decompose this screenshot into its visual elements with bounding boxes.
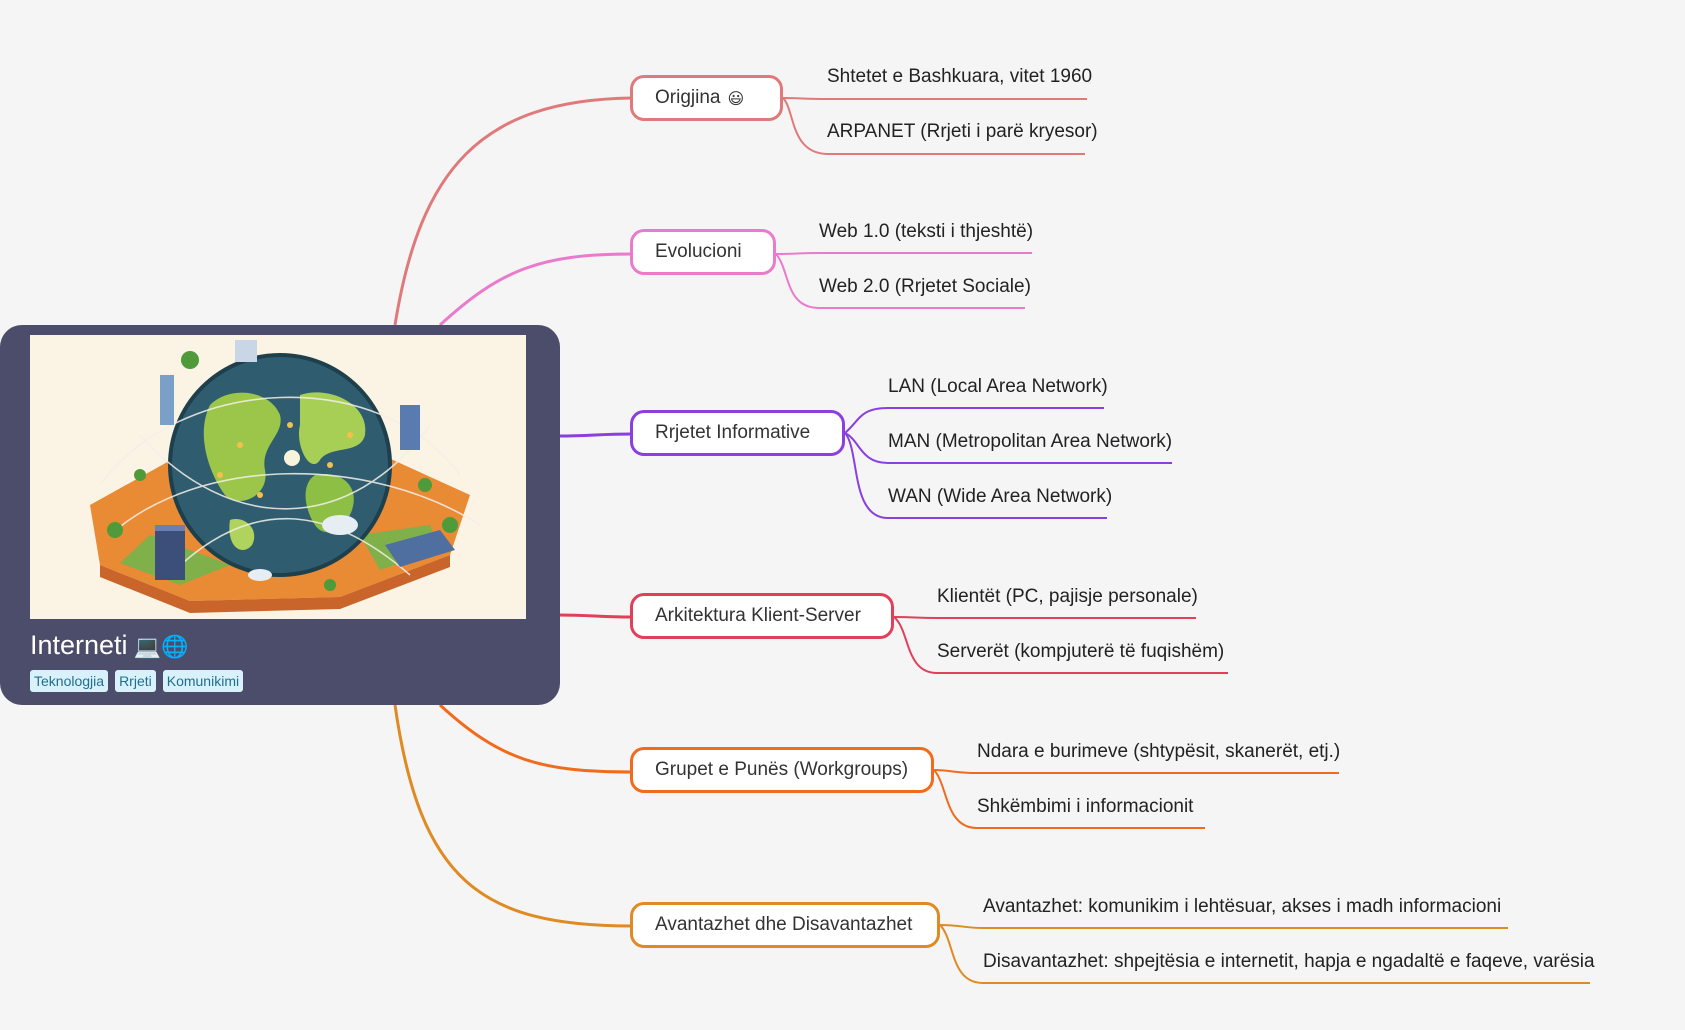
branch-origjina[interactable]: Origjina 😃 [630,75,783,121]
link-leaf-2 [775,252,1032,255]
branch-label: Rrjetet Informative [655,422,811,443]
link-root-arkitektura [557,613,633,619]
leaf-topic[interactable]: MAN (Metropolitan Area Network) [888,431,1173,452]
earth-network-illustration [30,335,526,619]
tag-teknologjia[interactable]: Teknologjia [30,670,109,692]
root-topic-title: Interneti💻🌐 [30,625,188,668]
leaf-topic[interactable]: Klientët (PC, pajisje personale) [937,586,1198,607]
topic-tags: Teknologjia Rrjeti Komunikimi [30,670,244,692]
leaf-topic[interactable]: Web 2.0 (Rrjetet Sociale) [819,276,1031,297]
branch-avantazhet-dhe-disavantazhet[interactable]: Avantazhet dhe Disavantazhet [630,902,940,948]
tag-rrjeti[interactable]: Rrjeti [115,670,156,692]
link-leaf-0 [782,97,1087,100]
link-root-rrjetet [557,432,633,438]
leaf-topic[interactable]: Web 1.0 (teksti i thjeshtë) [819,221,1034,242]
leaf-topic[interactable]: Avantazhet: komunikim i lehtësuar, akses… [983,896,1502,917]
branch-arkitektura-klient-server[interactable]: Arkitektura Klient-Server [630,593,894,639]
branch-rrjetet-informative[interactable]: Rrjetet Informative [630,410,845,456]
branch-label: Evolucioni [655,241,742,262]
leaf-topic[interactable]: Serverët (kompjuterë të fuqishëm) [937,641,1225,662]
tag-komunikimi[interactable]: Komunikimi [162,670,244,692]
link-root-origjina [393,96,633,326]
link-leaf-11 [939,924,1508,929]
branch-label: Arkitektura Klient-Server [655,605,861,626]
branch-label: Origjina [655,87,721,108]
branch-grupet-e-punes[interactable]: Grupet e Punës (Workgroups) [630,747,934,793]
leaf-topic[interactable]: WAN (Wide Area Network) [888,486,1113,507]
leaf-topic[interactable]: Shtetet e Bashkuara, vitet 1960 [827,66,1093,87]
laptop-globe-icon: 💻🌐 [133,635,189,660]
root-title-text: Interneti [30,630,128,660]
branch-evolucioni[interactable]: Evolucioni [630,229,776,275]
root-topic-image [30,335,526,619]
leaf-topic[interactable]: Ndara e burimeve (shtypësit, skanerët, e… [977,741,1341,762]
link-root-avantazhet [393,704,633,928]
link-leaf-7 [893,616,1196,619]
branch-label: Avantazhet dhe Disavantazhet [655,914,913,935]
leaf-topic[interactable]: ARPANET (Rrjeti i parë kryesor) [827,121,1098,142]
root-topic-card[interactable]: Interneti💻🌐 Teknologjia Rrjeti Komunikim… [0,325,560,705]
branch-label: Grupet e Punës (Workgroups) [655,759,909,780]
leaf-topic[interactable]: LAN (Local Area Network) [888,376,1108,397]
smiley-icon: 😃 [727,88,745,108]
leaf-topic[interactable]: Shkëmbimi i informacionit [977,796,1194,817]
link-root-evolucioni [438,252,633,327]
link-leaf-9 [933,769,1339,774]
link-root-grupet [438,703,633,774]
leaf-topic[interactable]: Disavantazhet: shpejtësia e internetit, … [983,951,1595,972]
